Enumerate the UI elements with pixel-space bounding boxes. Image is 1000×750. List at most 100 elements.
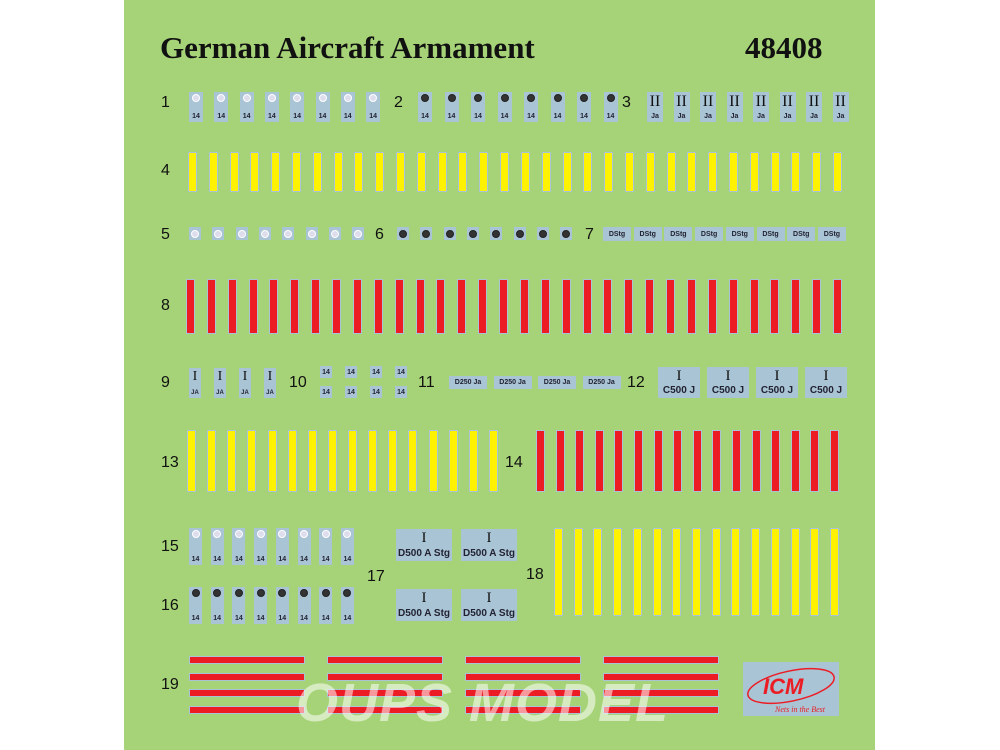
dark-roundel-icon [321, 589, 330, 597]
stripe-set13 [489, 430, 498, 492]
dark-roundel-icon [527, 94, 535, 102]
decal-top: I [421, 530, 427, 546]
light-roundel-icon [237, 229, 246, 238]
stripe-set14 [575, 430, 585, 492]
decal-set1: 14 [239, 92, 254, 122]
decal-text: 14 [372, 388, 380, 396]
light-roundel-icon [217, 94, 226, 102]
decal-set9: I JA [189, 368, 201, 398]
stripe-set13 [428, 430, 438, 492]
section-number: 13 [161, 454, 179, 471]
decal-text: D250 Ja [454, 379, 482, 386]
decal-set10: 14 [370, 366, 382, 378]
decal-text: 14 [213, 615, 222, 622]
stripe-set8 [707, 279, 717, 334]
decal-bottom: JA [191, 390, 199, 396]
stripe-set8 [457, 279, 467, 334]
decal-bottom: Ja [677, 113, 686, 120]
decal-text: 14 [256, 556, 265, 563]
decal-text: 14 [267, 113, 276, 120]
decal-bottom: C500 J [760, 385, 794, 396]
dark-roundel-icon [580, 94, 588, 102]
stripe-set13 [287, 430, 297, 492]
light-roundel-icon [278, 530, 287, 538]
decal-set10: 14 [345, 366, 357, 378]
decal-text: 14 [447, 113, 456, 120]
stripe-set19 [189, 672, 305, 681]
stripe-set4 [812, 152, 822, 192]
decal-top: II [808, 93, 820, 110]
decal-bottom: Ja [730, 113, 739, 120]
decal-set6 [397, 227, 409, 240]
light-roundel-icon [293, 94, 302, 102]
stripe-set13 [227, 430, 237, 492]
decal-bottom: C500 J [711, 385, 745, 396]
stripe-set13 [448, 430, 458, 492]
decal-text: DStg [823, 230, 841, 238]
decal-text: 14 [321, 615, 330, 622]
stripe-set8 [206, 279, 216, 334]
stripe-set19 [603, 672, 719, 681]
stripe-set4 [188, 152, 197, 192]
stripe-set18 [692, 528, 701, 616]
section-number: 7 [585, 226, 594, 243]
stripe-set14 [673, 430, 683, 492]
decal-top: II [835, 93, 846, 110]
stripe-set19 [189, 656, 305, 664]
stripe-set13 [348, 430, 358, 492]
decal-set7: DStg [695, 227, 724, 241]
stripe-set18 [790, 528, 800, 616]
decal-top: I [242, 369, 248, 384]
stripe-set4 [479, 152, 489, 192]
light-roundel-icon [343, 94, 352, 102]
decal-set2: 14 [471, 92, 485, 122]
stripe-set13 [247, 430, 257, 492]
decal-text: 14 [192, 113, 200, 120]
stripe-set8 [290, 279, 300, 334]
decal-text: 14 [191, 615, 200, 622]
decal-set2: 14 [550, 92, 565, 122]
decal-top: II [702, 93, 714, 110]
section-number: 14 [505, 454, 523, 471]
decal-text: D250 Ja [499, 379, 526, 386]
section-number: 11 [418, 374, 435, 391]
decal-text: 14 [322, 368, 330, 376]
stripe-set4 [500, 152, 510, 192]
stripe-set4 [791, 152, 801, 192]
stripe-set4 [583, 152, 593, 192]
decal-text: 14 [474, 113, 482, 120]
decal-set7: DStg [787, 227, 816, 241]
stripe-set14 [536, 430, 545, 492]
stripe-set8 [186, 279, 195, 334]
decal-bottom: Ja [836, 113, 845, 120]
dark-roundel-icon [492, 229, 501, 238]
decal-top: I [774, 368, 780, 384]
stripe-set4 [687, 152, 697, 192]
decal-top: I [192, 369, 198, 384]
decal-top: II [782, 93, 793, 110]
decal-set7: DStg [664, 227, 693, 241]
decal-text: 14 [372, 368, 380, 376]
stripe-set14 [555, 430, 565, 492]
decal-set1: 14 [290, 92, 305, 122]
stripe-set19 [603, 689, 719, 697]
stripe-set8 [582, 279, 592, 334]
stripe-set8 [519, 279, 529, 334]
decal-set15: 14 [210, 528, 224, 565]
stripe-set14 [810, 430, 820, 492]
stripe-set4 [375, 152, 385, 192]
decal-text: 14 [343, 556, 352, 563]
decal-set2: 14 [497, 92, 512, 122]
light-roundel-icon [234, 530, 243, 538]
decal-set16: 14 [254, 587, 268, 624]
decal-text: 14 [234, 556, 243, 563]
stripe-set14 [614, 430, 624, 492]
decal-bottom: JA [216, 390, 224, 396]
decal-set6 [490, 227, 503, 240]
decal-set1: 14 [264, 92, 279, 122]
